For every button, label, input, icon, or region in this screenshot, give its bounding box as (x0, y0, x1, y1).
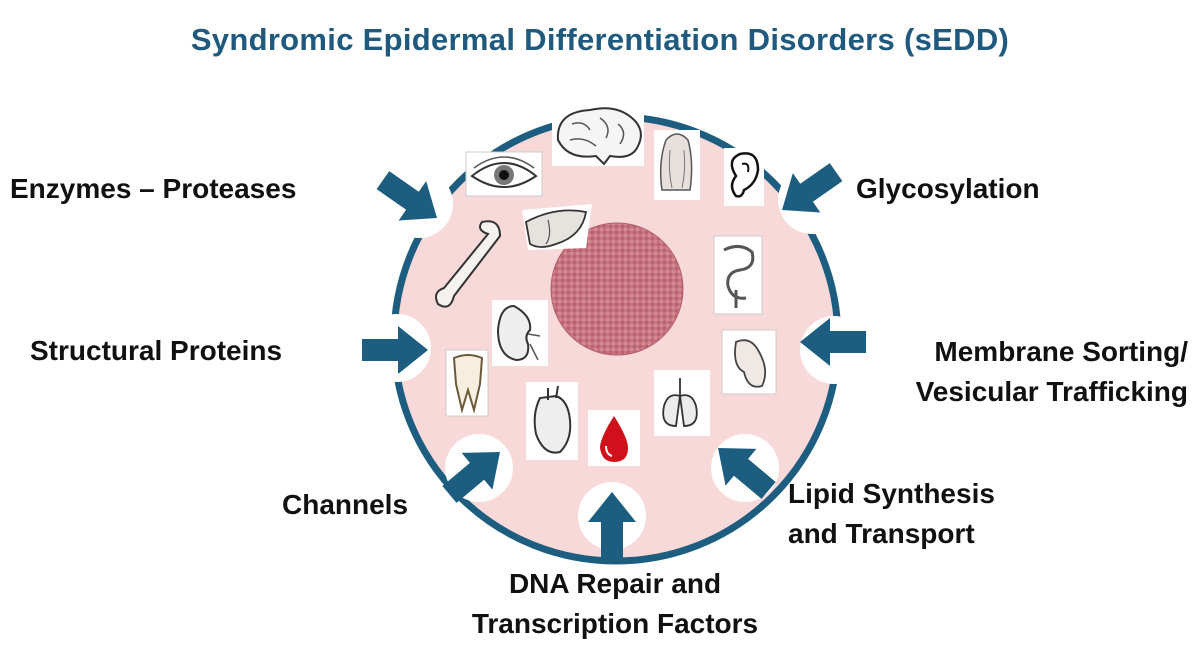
hair-icon (654, 130, 700, 200)
arrow-dna (588, 492, 636, 558)
label-membrane-line2: Vesicular Trafficking (915, 376, 1188, 407)
arrow-structural (362, 326, 428, 374)
label-lipid-line1: Lipid Synthesis (788, 478, 995, 509)
bone-icon (435, 220, 502, 308)
arrow-lipid (718, 448, 776, 499)
arrow-membrane (800, 318, 866, 366)
label-lipid-line2: and Transport (788, 518, 975, 549)
label-dna-repair-line2: Transcription Factors (471, 608, 759, 639)
liver-icon (522, 204, 592, 250)
label-lipid-synthesis: Lipid Synthesis and Transport (788, 474, 995, 554)
label-enzymes-proteases: Enzymes – Proteases (10, 173, 297, 204)
ear-icon (724, 148, 764, 206)
diagram-title: Syndromic Epidermal Differentiation Diso… (190, 22, 1010, 57)
label-channels: Channels (282, 489, 409, 520)
tooth-icon (445, 349, 489, 417)
label-membrane-sorting: Membrane Sorting/ Vesicular Trafficking (916, 332, 1188, 412)
arrows (362, 163, 866, 558)
label-dna-repair-line1: DNA Repair and (508, 568, 722, 599)
label-glycosylation: Glycosylation (856, 173, 1040, 204)
kidney-icon (492, 300, 548, 366)
brain-icon (552, 106, 644, 166)
heart-icon (526, 382, 578, 460)
arrow-enzymes (376, 171, 437, 221)
label-membrane-line1: Membrane Sorting/ (934, 336, 1188, 367)
blood-drop-icon (588, 410, 640, 466)
arrow-glycosylation (782, 163, 843, 213)
label-dna-repair: DNA Repair and Transcription Factors (440, 564, 790, 644)
muscle-icon (721, 329, 777, 395)
eye-icon (465, 151, 543, 197)
intestine-icon (713, 235, 763, 315)
skin-tissue-icon (550, 222, 684, 356)
arrow-channels (442, 452, 500, 503)
lungs-icon (654, 370, 710, 436)
label-structural-proteins: Structural Proteins (30, 335, 283, 366)
